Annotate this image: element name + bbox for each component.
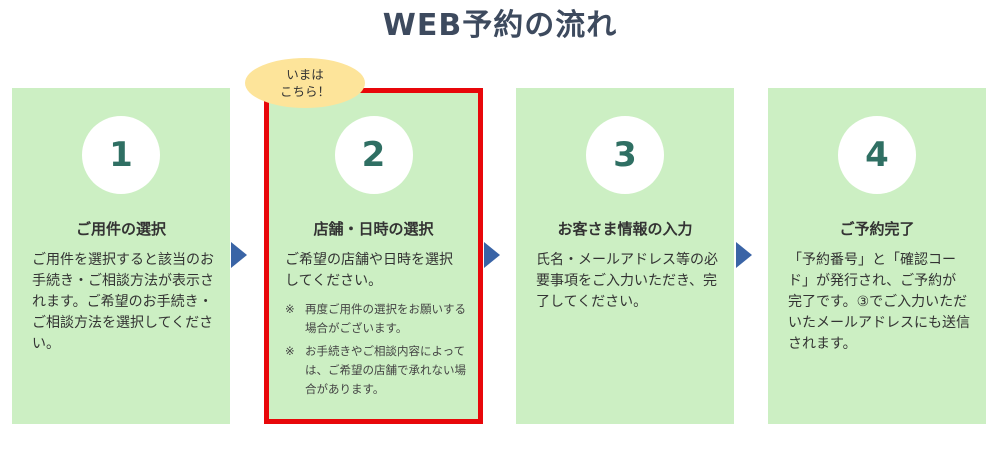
arrow-right-icon [231,242,247,268]
step-card-2: 2 店舗・日時の選択 ご希望の店舗や日時を選択してください。 ※ 再度ご用件の選… [264,88,483,424]
step-card-4: 4 ご予約完了 「予約番号」と「確認コード」が発行され、ご予約が完了です。③でご… [768,88,986,424]
step-note: ※ お手続きやご相談内容によっては、ご希望の店舗で承れない場合があります。 [285,342,466,399]
step-number-circle: 4 [838,116,916,194]
step-notes: ※ 再度ご用件の選択をお願いする場合がございます。 ※ お手続きやご相談内容によ… [285,300,466,399]
step-title: お客さま情報の入力 [557,220,693,238]
step-description-text: ご用件を選択すると該当のお手続き・ご相談方法が表示されます。ご希望のお手続き・ご… [32,252,214,352]
step-description: 氏名・メールアドレス等の必要事項をご入力いただき、完了してください。 [536,250,718,313]
step-description: 「予約番号」と「確認コード」が発行され、ご予約が完了です。③でご入力いただいたメ… [788,250,970,355]
current-step-bubble: いまは こちら！ [245,58,365,108]
step-card-1: 1 ご用件の選択 ご用件を選択すると該当のお手続き・ご相談方法が表示されます。ご… [12,88,230,424]
step-description-text: ご希望の店舗や日時を選択してください。 [285,252,453,289]
step-number-circle: 2 [334,116,413,194]
step-card-3: 3 お客さま情報の入力 氏名・メールアドレス等の必要事項をご入力いただき、完了し… [516,88,734,424]
note-mark: ※ [285,344,295,358]
note-text: お手続きやご相談内容によっては、ご希望の店舗で承れない場合があります。 [305,344,466,396]
arrow-right-icon [736,242,752,268]
step-description-text: 氏名・メールアドレス等の必要事項をご入力いただき、完了してください。 [536,252,718,310]
step-number-circle: 3 [586,116,664,194]
bubble-line: いまは [286,67,324,82]
step-description-text: 「予約番号」と「確認コード」が発行され、ご予約が完了です。③でご入力いただいたメ… [788,252,970,352]
page-title: WEB予約の流れ [382,8,618,43]
step-title: ご予約完了 [839,220,915,238]
step-description: ご希望の店舗や日時を選択してください。 ※ 再度ご用件の選択をお願いする場合がご… [285,250,466,403]
step-number-circle: 1 [82,116,160,194]
step-title: 店舗・日時の選択 [313,220,434,238]
step-description: ご用件を選択すると該当のお手続き・ご相談方法が表示されます。ご希望のお手続き・ご… [32,250,214,355]
bubble-line: こちら！ [279,84,330,99]
note-mark: ※ [285,302,295,316]
note-text: 再度ご用件の選択をお願いする場合がございます。 [305,302,466,335]
arrow-right-icon [484,242,500,268]
step-note: ※ 再度ご用件の選択をお願いする場合がございます。 [285,300,466,338]
step-title: ご用件の選択 [75,220,166,238]
